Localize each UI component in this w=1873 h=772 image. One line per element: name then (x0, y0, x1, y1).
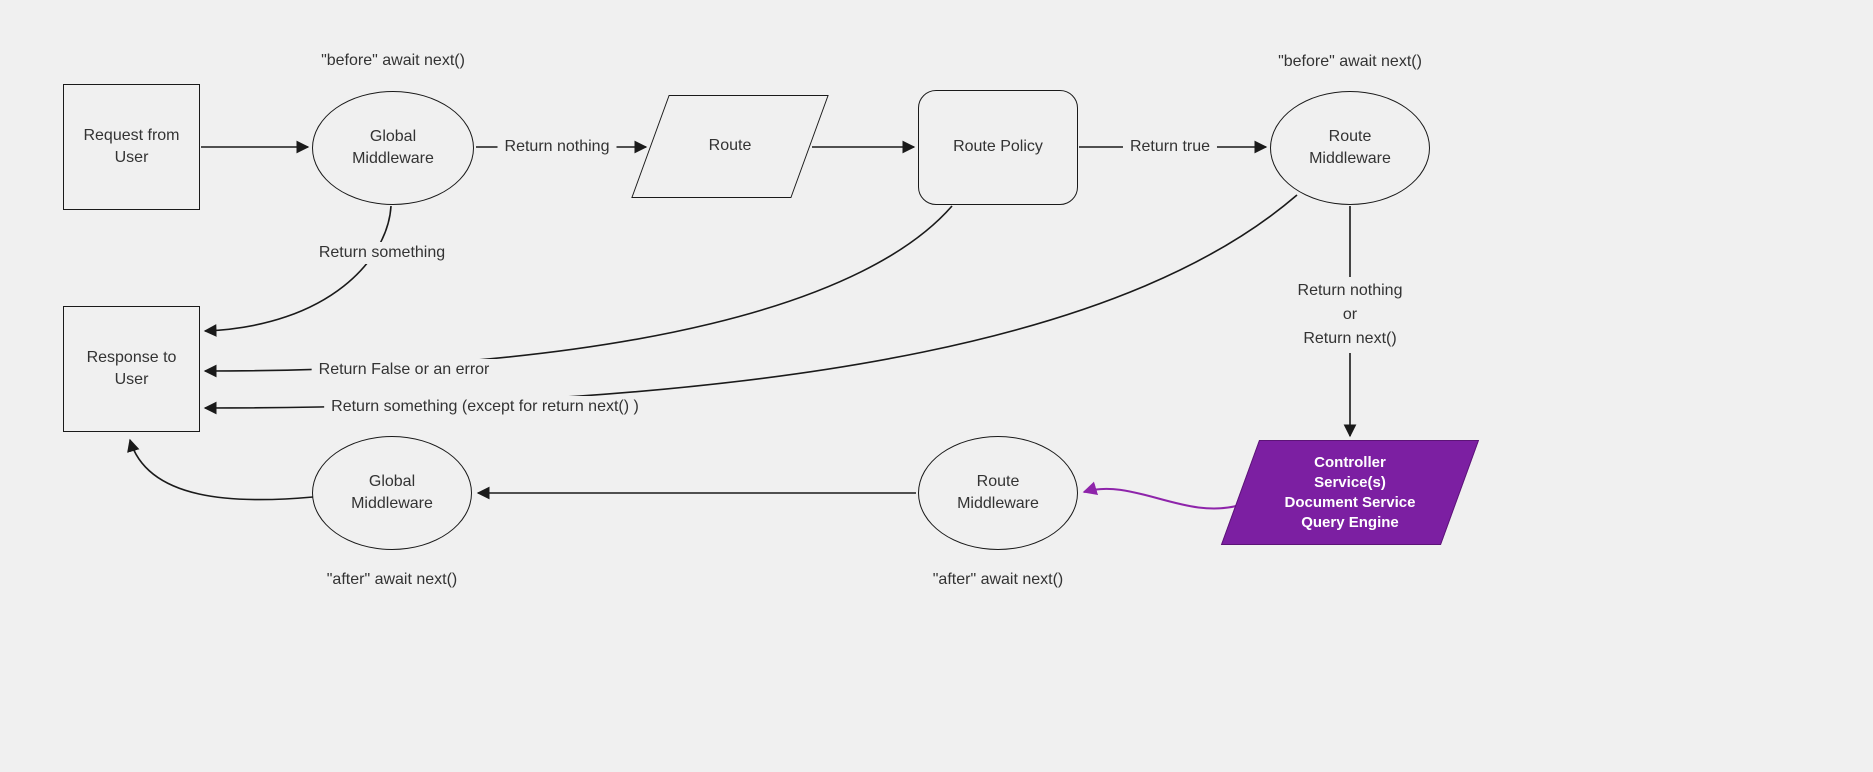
edge-label-line: or (1342, 306, 1358, 323)
node-response-to-user: Response to User (63, 306, 200, 432)
node-request-from-user: Request from User (63, 84, 200, 210)
edge-global-middleware-to-response (203, 205, 392, 337)
node-label-line: Service(s) (1314, 473, 1386, 491)
node-route-middleware-top: Route Middleware (1270, 91, 1430, 205)
edge-route-policy-to-response (203, 205, 953, 378)
annotation-before-await-next-global: "before" await next() (321, 52, 465, 69)
node-label: Request from User (83, 126, 180, 166)
edge-global-middleware-bottom-to-response (127, 438, 314, 501)
node-label: Global Middleware (351, 472, 433, 512)
node-label: Controller Service(s) Document Service Q… (1285, 453, 1416, 533)
node-label-line: Controller (1314, 453, 1386, 471)
node-label: Route Middleware (957, 472, 1039, 512)
node-route: Route (631, 95, 829, 198)
node-label: Global Middleware (352, 127, 434, 167)
annotation-after-await-next-route: "after" await next() (932, 571, 1064, 588)
edge-label-return-true: Return true (1122, 136, 1218, 158)
edge-label-return-nothing: Return nothing (497, 136, 617, 158)
edge-label-return-something-except: Return something (except for return next… (324, 396, 646, 418)
node-label-line: Document Service (1284, 493, 1416, 511)
node-label: Route Policy (953, 138, 1043, 156)
node-route-middleware-bottom: Route Middleware (918, 436, 1078, 550)
node-global-middleware-top: Global Middleware (312, 91, 474, 205)
edge-label-line: Return nothing (1297, 282, 1403, 299)
edge-label-line: Return next() (1303, 330, 1397, 347)
node-controller-services: Controller Service(s) Document Service Q… (1220, 440, 1480, 545)
edge-label-return-false-or-error: Return False or an error (311, 359, 497, 381)
node-route-policy: Route Policy (918, 90, 1078, 205)
edge-label-return-nothing-or-next: Return nothing or Return next() (1290, 277, 1410, 353)
node-label: Route (708, 137, 752, 155)
annotation-after-await-next-global: "after" await next() (326, 571, 458, 588)
node-label: Route Middleware (1309, 127, 1391, 167)
node-label-line: Query Engine (1301, 513, 1399, 531)
edge-controller-to-route-middleware-bottom (1082, 481, 1241, 510)
edge-label-return-something: Return something (311, 242, 453, 264)
node-label: Response to User (86, 348, 177, 388)
node-global-middleware-bottom: Global Middleware (312, 436, 472, 550)
annotation-before-await-next-route: "before" await next() (1278, 53, 1422, 70)
